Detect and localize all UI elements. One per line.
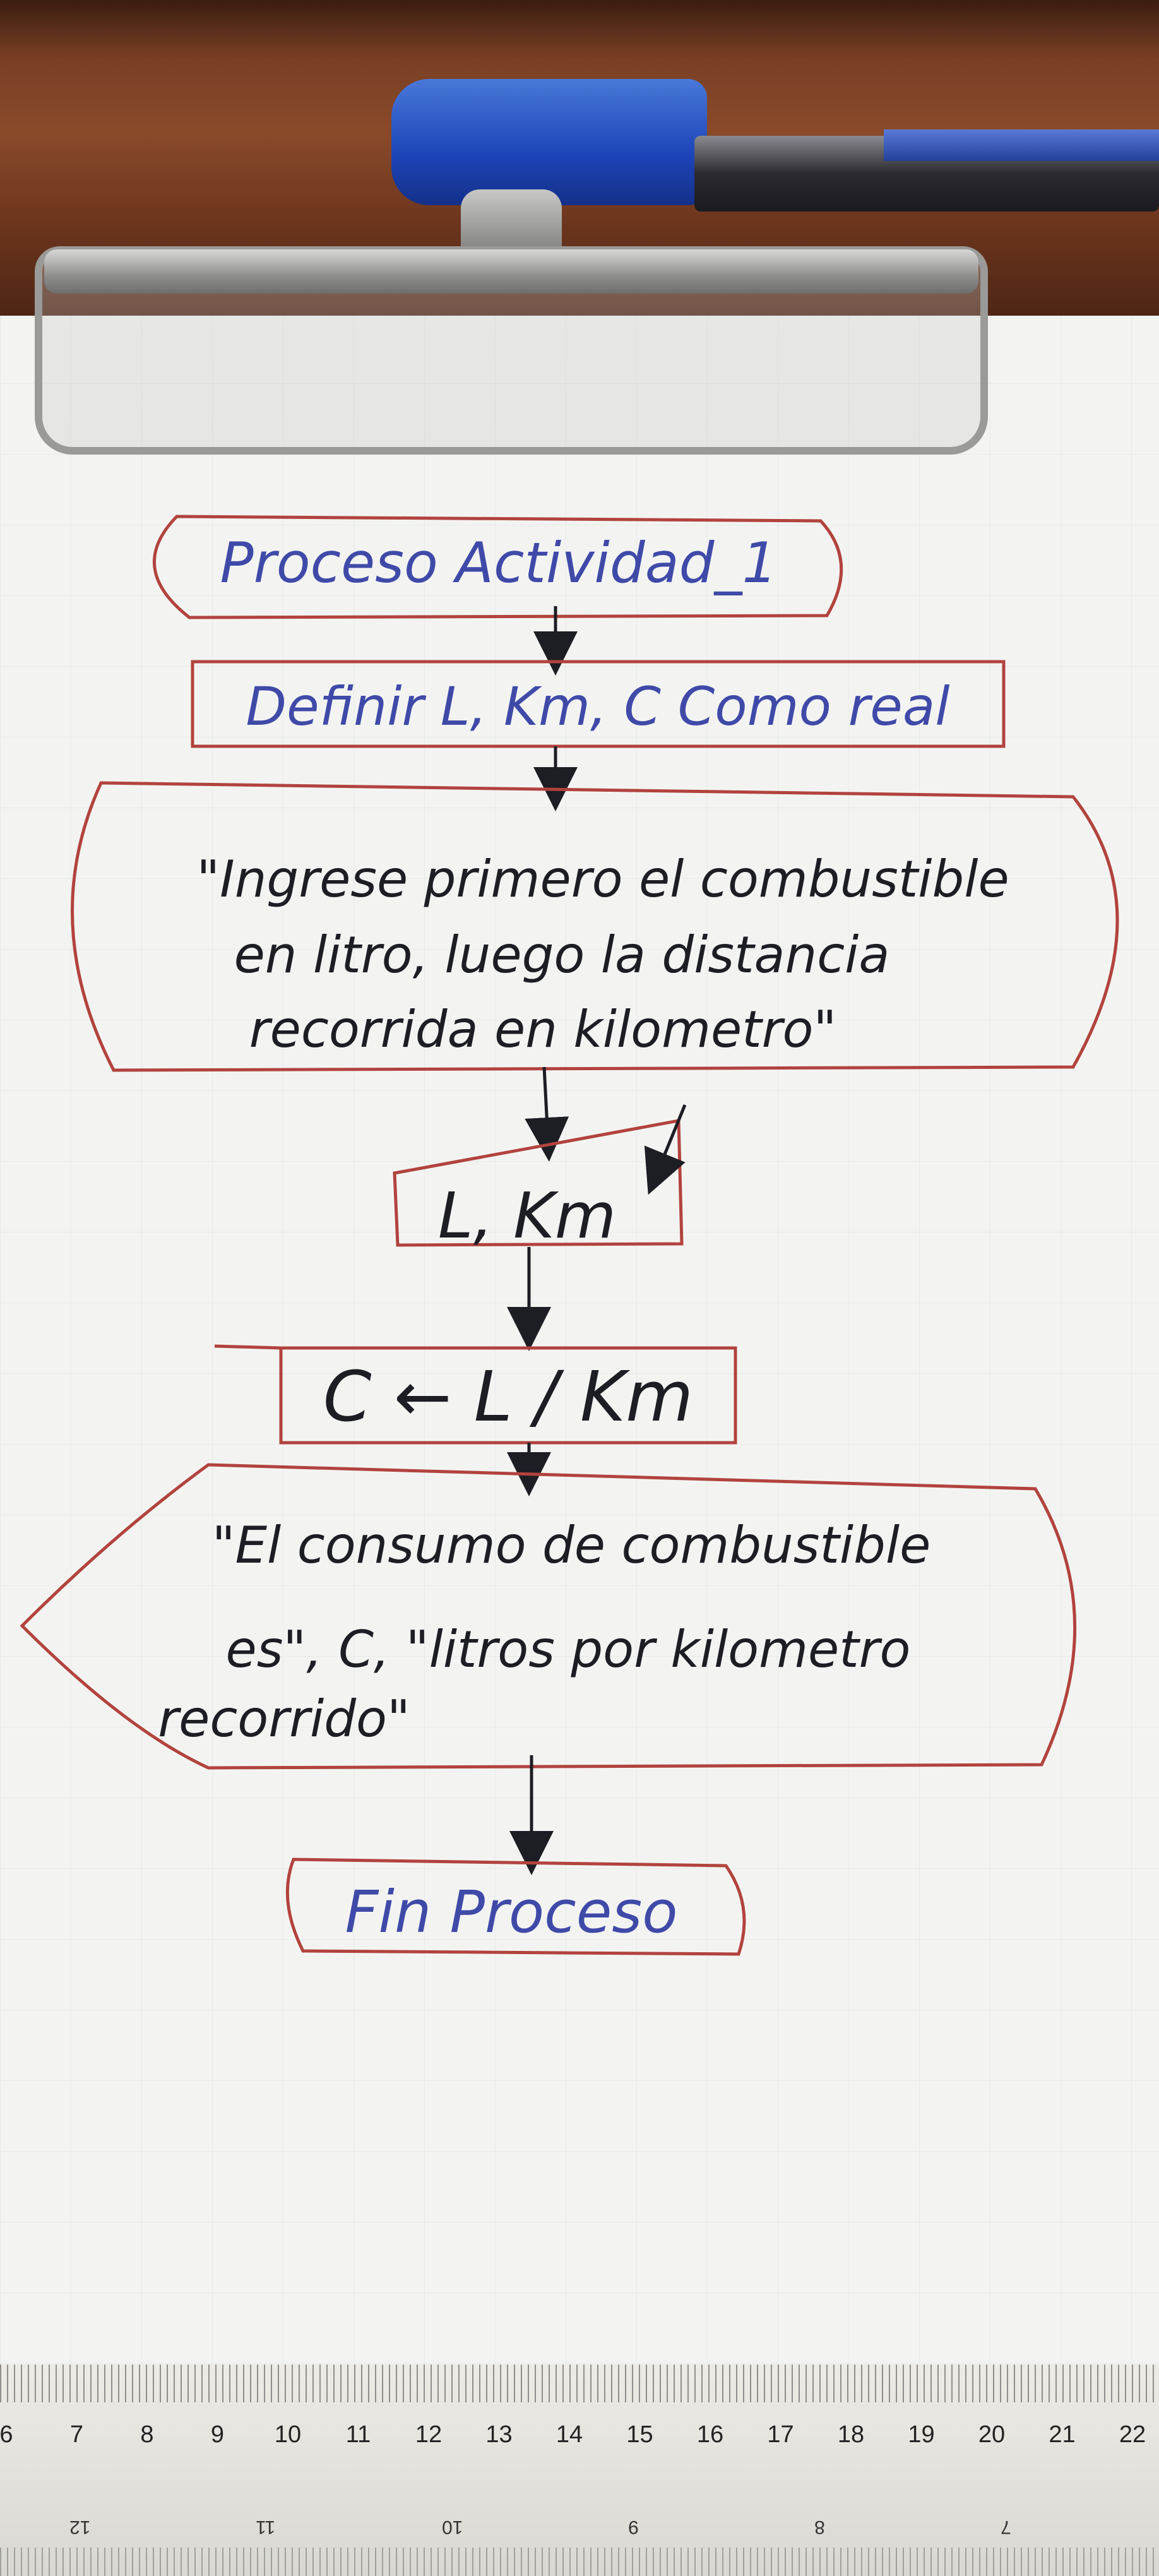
define-box bbox=[191, 660, 1006, 748]
process-label: C ← L / Km bbox=[323, 1356, 693, 1437]
ruler-number: 7 bbox=[69, 2421, 84, 2448]
ruler-ticks bbox=[0, 2364, 1159, 2402]
ruler-number: 15 bbox=[626, 2421, 653, 2448]
ruler-number: 22 bbox=[1119, 2421, 1146, 2448]
ruler-number: 12 bbox=[415, 2421, 443, 2448]
ruler-number: 13 bbox=[485, 2421, 513, 2448]
output1-line2: en litro, luego la distancia bbox=[234, 926, 890, 984]
ruler-number: 9 bbox=[210, 2421, 225, 2448]
ruler-lower-number: 9 bbox=[628, 2517, 639, 2537]
output1-line3: recorrida en kilometro" bbox=[249, 1000, 837, 1059]
ruler-number: 16 bbox=[696, 2421, 724, 2448]
start-label: Proceso Actividad_1 bbox=[220, 530, 778, 595]
ruler-number: 8 bbox=[140, 2421, 154, 2448]
clipboard-bar bbox=[44, 249, 978, 294]
input-label: L, Km bbox=[438, 1179, 616, 1253]
output1-line1: "Ingrese primero el combustible bbox=[196, 850, 1009, 909]
input-box bbox=[393, 1119, 684, 1247]
arrow-output1-input bbox=[525, 1066, 569, 1162]
ruler-lower-number: 7 bbox=[1001, 2517, 1011, 2537]
end-terminal-shape bbox=[285, 1857, 746, 1956]
ruler-lower-number: 11 bbox=[256, 2517, 276, 2537]
ruler-number: 18 bbox=[837, 2421, 865, 2448]
process-box bbox=[279, 1346, 737, 1445]
paper-sheet bbox=[0, 316, 1159, 2576]
start-terminal-shape bbox=[153, 515, 843, 619]
define-label: Definir L, Km, C Como real bbox=[246, 676, 949, 737]
input-tick-arrow bbox=[644, 1104, 687, 1195]
blue-pen-cap bbox=[391, 79, 707, 205]
output2-line2: es", C, "litros por kilometro bbox=[226, 1620, 911, 1679]
output2-line3: recorrido" bbox=[158, 1690, 410, 1748]
process-top-extension bbox=[214, 1344, 282, 1350]
ruler-number: 20 bbox=[978, 2421, 1006, 2448]
ruler-number: 11 bbox=[345, 2421, 371, 2448]
ruler-lower-number: 10 bbox=[442, 2517, 463, 2537]
ruler-number: 10 bbox=[274, 2421, 302, 2448]
ruler-lower-ticks bbox=[0, 2548, 1159, 2576]
ruler-number: 17 bbox=[767, 2421, 794, 2448]
output2-line1: "El consumo de combustible bbox=[212, 1516, 931, 1575]
output1-display-shape bbox=[71, 781, 1119, 1072]
end-label: Fin Proceso bbox=[345, 1878, 677, 1946]
ruler-number: 21 bbox=[1049, 2421, 1076, 2448]
output2-display-shape bbox=[20, 1463, 1076, 1770]
ruler-lower-number: 12 bbox=[69, 2517, 91, 2537]
flowchart: Proceso Actividad_1 Definir L, Km, C Com… bbox=[20, 515, 1119, 1956]
ruler: 6 7 8 9 10 11 12 13 14 15 16 17 18 19 20 21 22 12 11 10 9 8 7 bbox=[0, 2364, 1159, 2576]
ruler-number: 19 bbox=[908, 2421, 935, 2448]
second-pen bbox=[884, 129, 1159, 161]
ruler-lower-number: 8 bbox=[814, 2517, 825, 2537]
ruler-number: 6 bbox=[0, 2421, 13, 2448]
ruler-number: 14 bbox=[556, 2421, 583, 2448]
